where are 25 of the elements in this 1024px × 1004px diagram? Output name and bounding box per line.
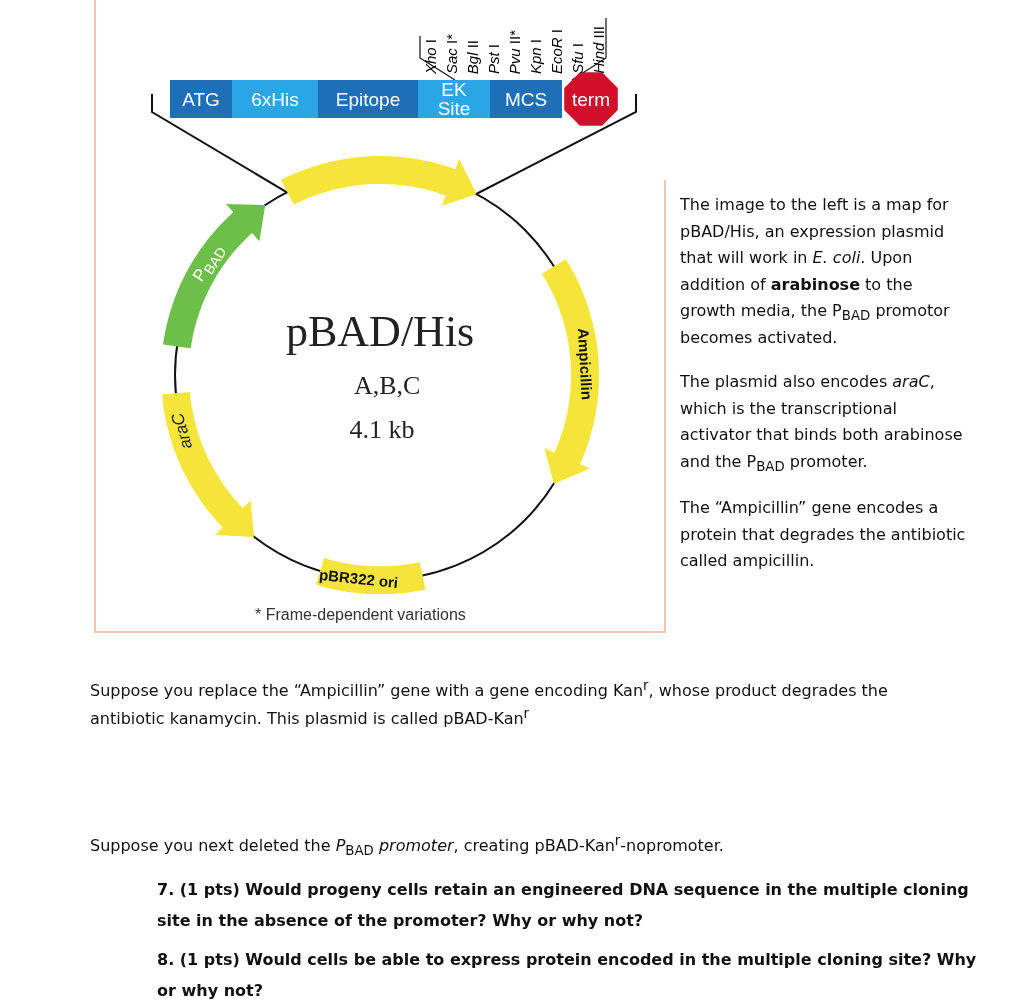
restriction-site-label: Kpn I bbox=[527, 39, 545, 75]
sequence-segment: 6xHis bbox=[232, 80, 318, 118]
paragraph: The plasmid also encodes araC, which is the transcriptional activator that binds both arabinose and the P$_{BAD}$ promoter. bbox=[680, 371, 964, 475]
sequence-segment: Epitope bbox=[318, 80, 418, 118]
plasmid-detail: 4.1 kb bbox=[349, 416, 415, 445]
restriction-site-label: Bgl II bbox=[464, 40, 482, 75]
paragraph: The image to the left is a map for pBAD/His, an expression plasmid that will work in E. coli. Upon addition of arabinose to the growth media, the P$_{BAD}$ promotor becomes activated. bbox=[680, 194, 951, 349]
restriction-site-label: Xho I bbox=[422, 39, 440, 75]
gene-arrow: araC bbox=[161, 391, 254, 537]
restriction-site-label: Pvu II* bbox=[506, 30, 524, 75]
paragraph: The “Ampicillin” gene encodes a protein that degrades the antibiotic called ampicillin. bbox=[680, 497, 966, 572]
restriction-site-label: Sac I* bbox=[443, 34, 461, 75]
sequence-segment: MCS bbox=[490, 80, 562, 118]
sequence-segment: ATG bbox=[170, 80, 232, 118]
sequence-segment: EK Site bbox=[418, 80, 490, 118]
gene-arrow: Ampicillin bbox=[541, 258, 599, 484]
plasmid-detail: A,B,C bbox=[354, 372, 421, 401]
restriction-site-label: Pst I bbox=[485, 44, 503, 75]
paragraph: Suppose you next deleted the P$_{BAD}$ promoter, creating pBAD-Kan$^{r}$-nopromoter. bbox=[90, 832, 725, 860]
question-text: 7. (1 pts) Would progeny cells retain an engineered DNA sequence in the multiple cloning site in the absence of the promoter? Why or why not? bbox=[157, 879, 970, 932]
question-text: 8. (1 pts) Would cells be able to express protein encoded in the multiple cloning site? Why or why not? bbox=[157, 949, 977, 1002]
gene-arrow bbox=[280, 156, 477, 206]
gene-band: pBR322 ori bbox=[315, 557, 426, 594]
plasmid-name: pBAD/His bbox=[286, 308, 475, 357]
paragraph: Suppose you replace the “Ampicillin” gene with a gene encoding Kan$^{r}$, whose product degrades the antibiotic kanamycin. This plasmid is called pBAD-Kan$^{r}$ bbox=[90, 677, 889, 730]
